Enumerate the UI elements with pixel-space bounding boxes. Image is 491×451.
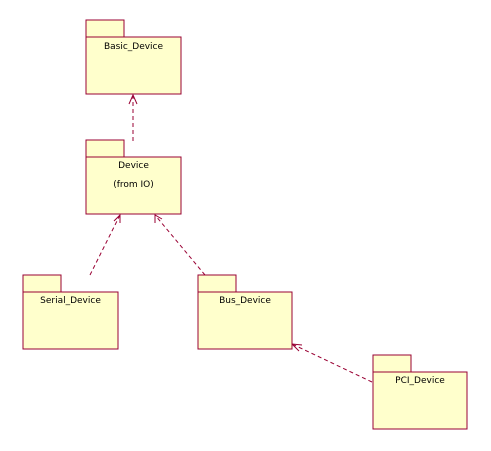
package-pci-device[interactable]: PCI_Device <box>372 354 468 430</box>
package-name-device: Device <box>118 161 149 171</box>
package-name-serial-device: Serial_Device <box>40 296 101 306</box>
package-device[interactable]: Device (from IO) <box>85 139 182 215</box>
package-bus-device[interactable]: Bus_Device <box>197 274 293 350</box>
package-basic-device[interactable]: Basic_Device <box>85 19 182 95</box>
dependency-device-to-basic-device <box>128 93 138 141</box>
dependency-bus-device-to-device <box>154 214 206 276</box>
package-note-device: (from IO) <box>113 180 154 190</box>
package-name-bus-device: Bus_Device <box>219 296 271 306</box>
dependency-pci-device-to-bus-device <box>290 343 373 383</box>
dependency-serial-device-to-device <box>89 213 121 276</box>
package-serial-device[interactable]: Serial_Device <box>22 274 119 350</box>
package-name-pci-device: PCI_Device <box>395 376 445 386</box>
package-name-basic-device: Basic_Device <box>104 42 164 52</box>
